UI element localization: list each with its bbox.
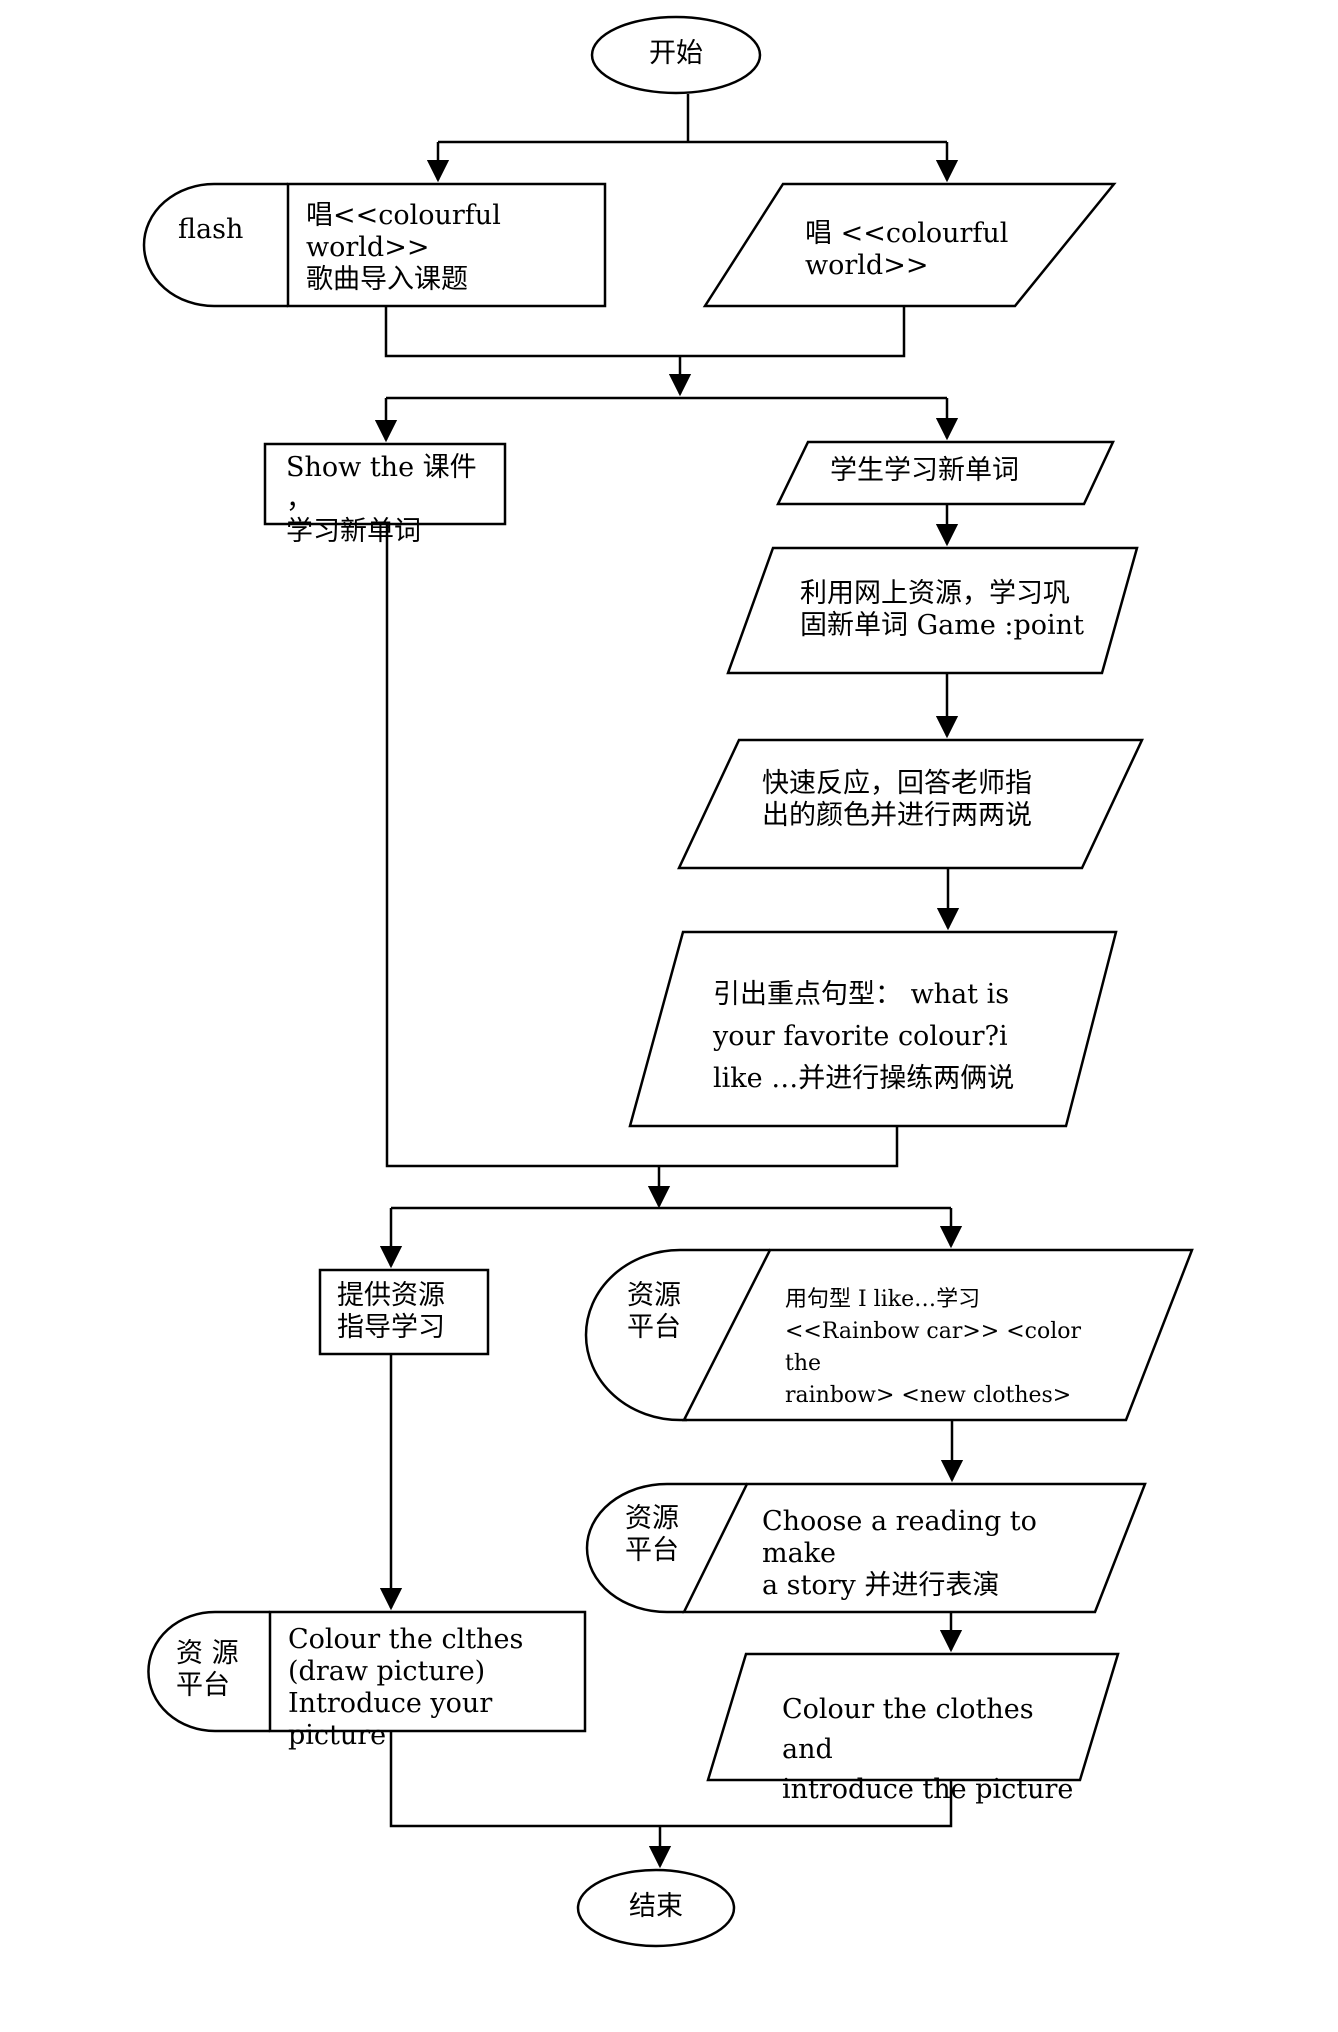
end-label: 结束 (629, 1891, 683, 1922)
student-learn-box (776, 440, 1115, 506)
teacher-provide-box (318, 1268, 490, 1356)
res-tag-2-label: 资源 平台 (625, 1503, 679, 1566)
res-tag-3-shape (147, 1610, 270, 1733)
teacher-colour-box (268, 1610, 587, 1733)
student-answer-box (677, 738, 1144, 870)
student-reading-label: Choose a reading to make a story 并进行表演 (762, 1506, 1037, 1601)
student-song-box (702, 182, 1117, 308)
start-label: 开始 (649, 38, 703, 69)
teacher-provide-label: 提供资源 指导学习 (337, 1280, 445, 1343)
student-pattern-label: 引出重点句型： what is your favorite colour?i l… (713, 979, 1015, 1094)
teacher-song-label: 唱<<colourful world>> 歌曲导入课题 (306, 200, 501, 295)
end-terminal (576, 1868, 736, 1948)
flash-tag-shape (142, 182, 288, 308)
student-web-label: 利用网上资源，学习巩 固新单词 Game :point (800, 578, 1084, 641)
res-tag-3-label: 资 源 平台 (176, 1638, 239, 1701)
student-sentence-box (681, 1248, 1194, 1422)
teacher-show-label: Show the 课件 ， 学习新单词 (286, 452, 477, 547)
student-colour-box (706, 1652, 1120, 1782)
student-web-box (726, 546, 1139, 675)
start-terminal (590, 15, 762, 95)
connectors (374, 94, 964, 1869)
flash-tag-label: flash (178, 214, 244, 245)
teacher-song-box (286, 182, 607, 308)
student-answer-label: 快速反应，回答老师指 出的颜色并进行两两说 (762, 768, 1032, 831)
student-reading-box (681, 1482, 1147, 1614)
res-tag-1-label: 资源 平台 (627, 1280, 681, 1343)
res-tag-1-shape (584, 1248, 770, 1422)
student-learn-label: 学生学习新单词 (830, 455, 1019, 486)
res-tag-2-shape (585, 1482, 747, 1614)
teacher-show-box (263, 442, 507, 526)
student-pattern-box (628, 930, 1118, 1128)
teacher-colour-label: Colour the clthes (draw picture) Introdu… (288, 1624, 524, 1751)
student-colour-label: Colour the clothes and introduce the pic… (782, 1694, 1074, 1805)
student-song-label: 唱 <<colourful world>> (805, 218, 1009, 281)
student-sentence-label: 用句型 I like…学习 <<Rainbow car>> <color the… (785, 1287, 1082, 1408)
